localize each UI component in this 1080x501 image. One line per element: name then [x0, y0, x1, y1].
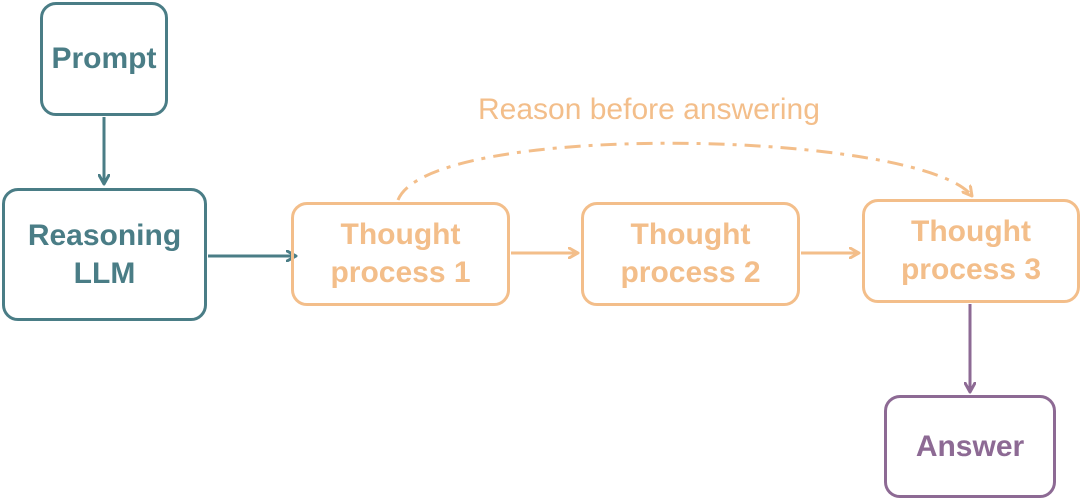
reason-caption: Reason before answering	[478, 93, 820, 126]
thought-process-1-node: Thought process 1	[291, 202, 510, 306]
thought-process-3-node: Thought process 3	[862, 199, 1080, 303]
t2-label-line2: process 2	[620, 256, 761, 289]
llm-label-line1: Reasoning	[27, 218, 182, 252]
llm-label-line2: LLM	[73, 256, 136, 290]
t1-label-line2: process 1	[330, 256, 471, 289]
prompt-node: Prompt	[40, 2, 168, 116]
t1-label-line1: Thought	[340, 218, 461, 251]
prompt-label: Prompt	[51, 42, 157, 75]
reasoning-llm-node: Reasoning LLM	[2, 188, 207, 321]
t3-label-line2: process 3	[900, 253, 1042, 286]
t3-label-line1: Thought	[911, 215, 1031, 248]
dashed-arc-reasoning	[396, 141, 972, 201]
t2-label-line1: Thought	[630, 218, 751, 251]
thought-process-2-node: Thought process 2	[581, 202, 800, 306]
answer-node: Answer	[884, 395, 1056, 498]
answer-label: Answer	[915, 429, 1025, 463]
